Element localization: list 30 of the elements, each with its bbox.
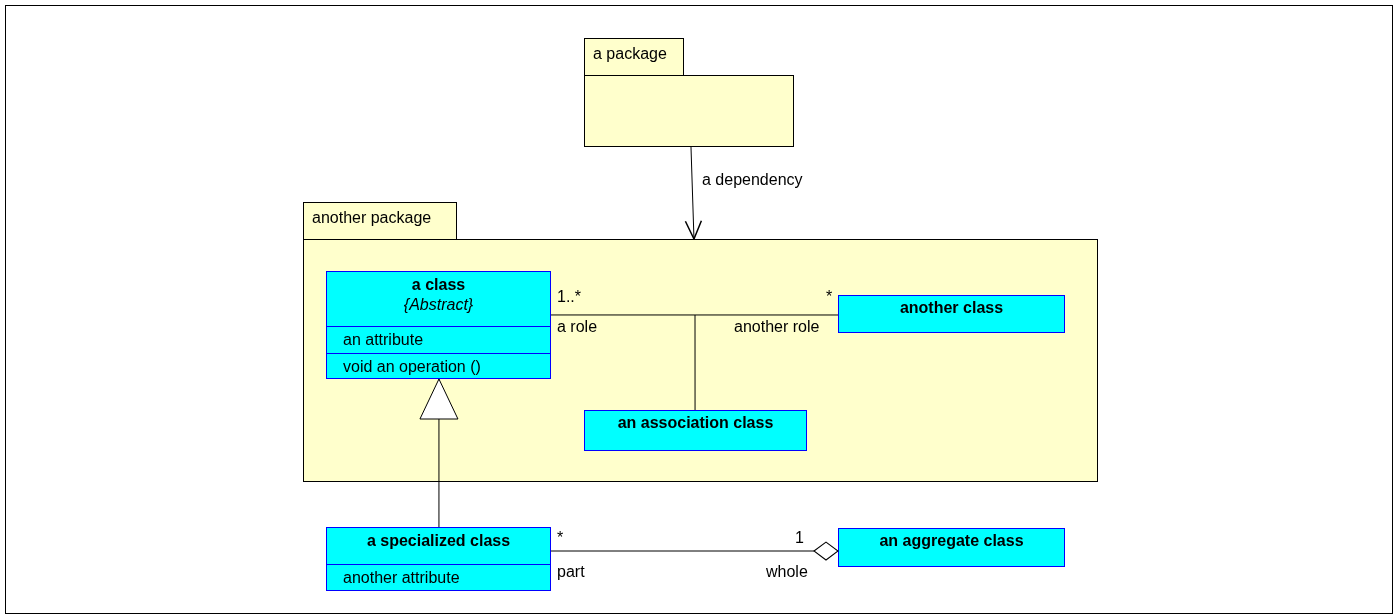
dependency-arrow: [684, 146, 703, 240]
aggregation-line: [550, 541, 839, 561]
class-box: [326, 271, 551, 379]
class-box: [584, 410, 807, 451]
member-text: void an operation (): [343, 358, 481, 376]
role-label: part: [557, 563, 585, 581]
role-label: a role: [557, 318, 598, 336]
class-name: a specialized class: [365, 532, 512, 550]
multiplicity-label: 1: [795, 529, 804, 547]
member-text: an attribute: [343, 331, 424, 349]
association-class-line: [694, 314, 696, 411]
role-label: another role: [734, 318, 820, 336]
role-label: whole: [766, 563, 808, 581]
association-line: [550, 314, 839, 316]
member-text: another attribute: [343, 569, 460, 587]
package-tab: another package: [303, 202, 457, 240]
multiplicity-label: *: [557, 529, 564, 547]
edge-label: a dependency: [702, 171, 803, 189]
class-name: another class: [898, 299, 1005, 317]
class-name: an association class: [616, 414, 775, 432]
class-name: a class: [410, 276, 467, 294]
class-box: [838, 295, 1065, 333]
multiplicity-label: *: [826, 288, 833, 306]
class-box: [838, 528, 1065, 567]
multiplicity-label: 1..*: [557, 288, 581, 306]
class-box: [326, 527, 551, 591]
stereotype-text: {Abstract}: [402, 296, 475, 314]
generalization-arrow: [419, 378, 459, 528]
package-tab: a package: [584, 38, 684, 76]
class-name: an aggregate class: [878, 532, 1025, 550]
